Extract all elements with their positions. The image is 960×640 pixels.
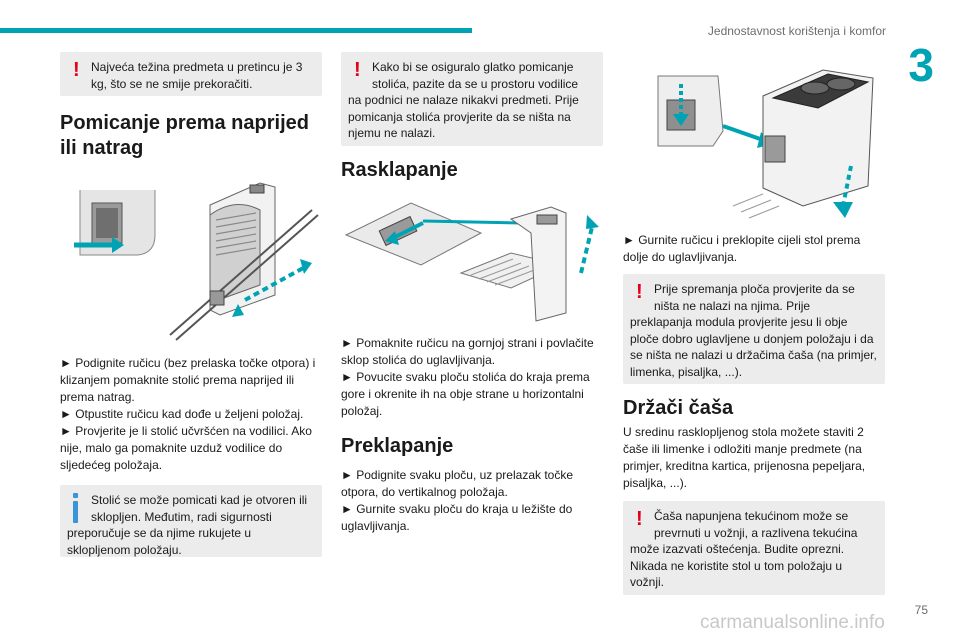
- warning-text-rest: preklapanja modula provjerite jesu li ob…: [630, 315, 877, 379]
- section-heading-unfold: Rasklapanje: [341, 159, 458, 181]
- page-number: 75: [914, 603, 928, 617]
- info-icon: [72, 493, 80, 523]
- header-accent-bar: [0, 28, 472, 33]
- instruction-step: ► Gurnite ručicu i preklopite cijeli sto…: [623, 233, 861, 264]
- info-text-rest: preporučuje se da njime rukujete u sklop…: [67, 526, 252, 557]
- warning-box: ! Kako bi se osiguralo glatko pomicanje …: [341, 52, 603, 146]
- instruction-step: ► Podignite svaku ploču, uz prelazak toč…: [341, 468, 574, 499]
- section-heading-cupholders: Držači čaša: [623, 397, 734, 419]
- instruction-step: ► Provjerite je li stolić učvršćen na vo…: [60, 424, 312, 472]
- warning-text: Najveća težina predmeta u pretincu je 3 …: [91, 60, 303, 91]
- warning-text-lead: Čaša napunjena tekućinom može se prevrnu…: [654, 509, 858, 540]
- warning-text-rest: može izazvati oštećenja. Budite oprezni.…: [630, 542, 845, 589]
- table-fold-illustration: [657, 69, 874, 219]
- column-2: ! Kako bi se osiguralo glatko pomicanje …: [341, 52, 603, 535]
- table-unfold-illustration: [344, 202, 599, 322]
- warning-box: ! Čaša napunjena tekućinom može se prevr…: [623, 501, 885, 595]
- instruction-step: ► Gurnite svaku ploču do kraja u ležište…: [341, 502, 573, 533]
- warning-icon: !: [636, 281, 643, 303]
- warning-icon: !: [73, 59, 80, 81]
- watermark-text: carmanualsonline.info: [700, 612, 885, 633]
- instruction-step: ► Pomaknite ručicu na gornjoj strani i p…: [341, 336, 594, 367]
- instruction-step: ► Povucite svaku ploču stolića do kraja …: [341, 370, 590, 418]
- warning-icon: !: [636, 508, 643, 530]
- column-3: ► Gurnite ručicu i preklopite cijeli sto…: [623, 52, 885, 595]
- warning-box: ! Prije spremanja ploča provjerite da se…: [623, 274, 885, 384]
- warning-box: ! Najveća težina predmeta u pretincu je …: [60, 52, 322, 96]
- instruction-step: ► Podignite ručicu (bez prelaska točke o…: [60, 356, 316, 404]
- column-1: ! Najveća težina predmeta u pretincu je …: [60, 52, 322, 557]
- warning-text-rest: na podnici ne nalaze nikakvi predmeti. P…: [348, 93, 579, 140]
- warning-icon: !: [354, 59, 361, 81]
- cupholder-paragraph: U sredinu rasklopljenog stola možete sta…: [623, 425, 866, 490]
- header-title: Jednostavnost korištenja i komfor: [707, 24, 886, 38]
- chapter-number: 3: [908, 39, 934, 91]
- section-heading-fold: Preklapanje: [341, 435, 454, 457]
- seat-slide-illustration: [70, 182, 319, 341]
- info-text-lead: Stolić se može pomicati kad je otvoren i…: [91, 493, 308, 524]
- info-box: Stolić se može pomicati kad je otvoren i…: [60, 485, 322, 557]
- warning-text-lead: Prije spremanja ploča provjerite da se n…: [654, 282, 855, 313]
- section-heading-slide: Pomicanje prema naprijed ili natrag: [60, 112, 309, 159]
- instruction-step: ► Otpustite ručicu kad dođe u željeni po…: [60, 407, 304, 421]
- warning-text-lead: Kako bi se osiguralo glatko pomicanje st…: [372, 60, 579, 91]
